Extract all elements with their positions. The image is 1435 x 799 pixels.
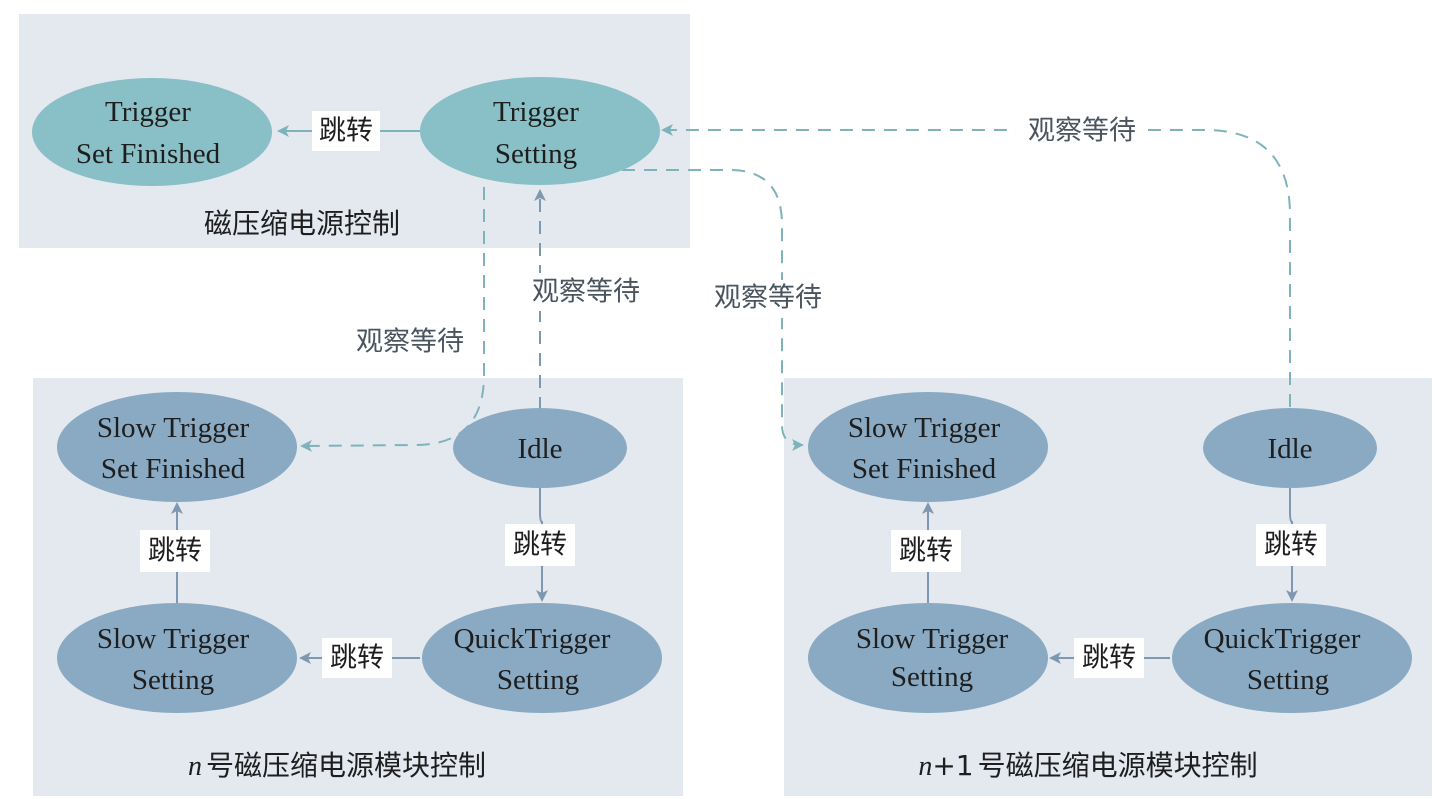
- svg-text:观察等待: 观察等待: [356, 327, 464, 358]
- node-right-idle-label: Idle: [1267, 433, 1312, 465]
- node-right-slow-setting: [808, 603, 1048, 713]
- node-right-slow-set-finished-line2: Set Finished: [852, 453, 997, 485]
- node-left-slow-setting-line1: Slow Trigger: [97, 623, 250, 655]
- node-trigger-setting: [420, 77, 660, 185]
- jump-label-right-slow-finished: 跳转: [891, 530, 961, 572]
- node-trigger-set-finished: [32, 78, 272, 186]
- node-left-slow-set-finished-line2: Set Finished: [101, 453, 246, 485]
- node-left-slow-set-finished: [57, 392, 297, 502]
- node-left-slow-setting-line2: Setting: [132, 664, 214, 696]
- node-left-idle: [453, 408, 627, 488]
- svg-text:观察等待: 观察等待: [532, 277, 640, 308]
- jump-label-left-quick-slow: 跳转: [322, 638, 392, 678]
- svg-text:观察等待: 观察等待: [1028, 116, 1136, 147]
- node-trigger-setting-line1: Trigger: [493, 96, 579, 128]
- jump-label-right-quick-slow: 跳转: [1074, 638, 1144, 678]
- node-trigger-setting-line2: Setting: [495, 138, 577, 170]
- node-left-quick-setting-line1: QuickTrigger: [454, 623, 611, 655]
- panel-left-title-text: 号磁压缩电源模块控制: [206, 749, 486, 782]
- wait-label-left: 观察等待: [346, 324, 474, 362]
- panel-top-title: 磁压缩电源控制: [204, 207, 400, 240]
- node-left-quick-setting: [422, 603, 662, 713]
- wait-label-top-right: 观察等待: [1016, 112, 1148, 150]
- jump-label-right-idle-quick: 跳转: [1256, 524, 1326, 566]
- node-right-quick-setting-line2: Setting: [1247, 664, 1329, 696]
- wait-label-center: 观察等待: [522, 273, 650, 311]
- panel-left-title-var: n: [188, 751, 202, 782]
- node-right-quick-setting-line1: QuickTrigger: [1204, 623, 1361, 655]
- jump-label-left-idle-quick: 跳转: [505, 524, 575, 566]
- svg-text:跳转: 跳转: [148, 536, 202, 567]
- jump-label-left-slow-finished: 跳转: [140, 530, 210, 572]
- svg-text:跳转: 跳转: [899, 536, 953, 567]
- node-left-slow-set-finished-line1: Slow Trigger: [97, 412, 250, 444]
- svg-text:跳转: 跳转: [513, 530, 567, 561]
- jump-edge-right-idle-to-quick: [1286, 488, 1298, 602]
- svg-text:观察等待: 观察等待: [714, 283, 822, 314]
- node-right-idle: [1203, 408, 1377, 488]
- svg-text:跳转: 跳转: [1082, 643, 1136, 674]
- node-trigger-set-finished-line2: Set Finished: [76, 138, 221, 170]
- panel-right-title-var: n: [918, 751, 932, 782]
- node-right-slow-set-finished-line1: Slow Trigger: [848, 412, 1001, 444]
- svg-text:跳转: 跳转: [319, 116, 373, 147]
- node-right-slow-set-finished: [808, 392, 1048, 502]
- jump-label-top: 跳转: [312, 111, 380, 151]
- wait-label-right: 观察等待: [704, 280, 832, 318]
- node-right-slow-setting-line1: Slow Trigger: [856, 623, 1009, 655]
- node-right-slow-setting-line2: Setting: [891, 661, 973, 693]
- wait-edge-right-idle-to-trigger-setting: [661, 124, 1291, 407]
- panel-right-title-text: 号磁压缩电源模块控制: [978, 749, 1258, 782]
- node-left-idle-label: Idle: [517, 433, 562, 465]
- node-left-quick-setting-line2: Setting: [497, 664, 579, 696]
- node-right-quick-setting: [1172, 603, 1412, 713]
- svg-text:跳转: 跳转: [330, 643, 384, 674]
- svg-text:跳转: 跳转: [1264, 530, 1318, 561]
- node-left-slow-setting: [57, 603, 297, 713]
- panel-right-title-plus: +1: [932, 749, 973, 782]
- jump-edge-left-idle-to-quick: [536, 488, 548, 602]
- node-trigger-set-finished-line1: Trigger: [105, 96, 191, 128]
